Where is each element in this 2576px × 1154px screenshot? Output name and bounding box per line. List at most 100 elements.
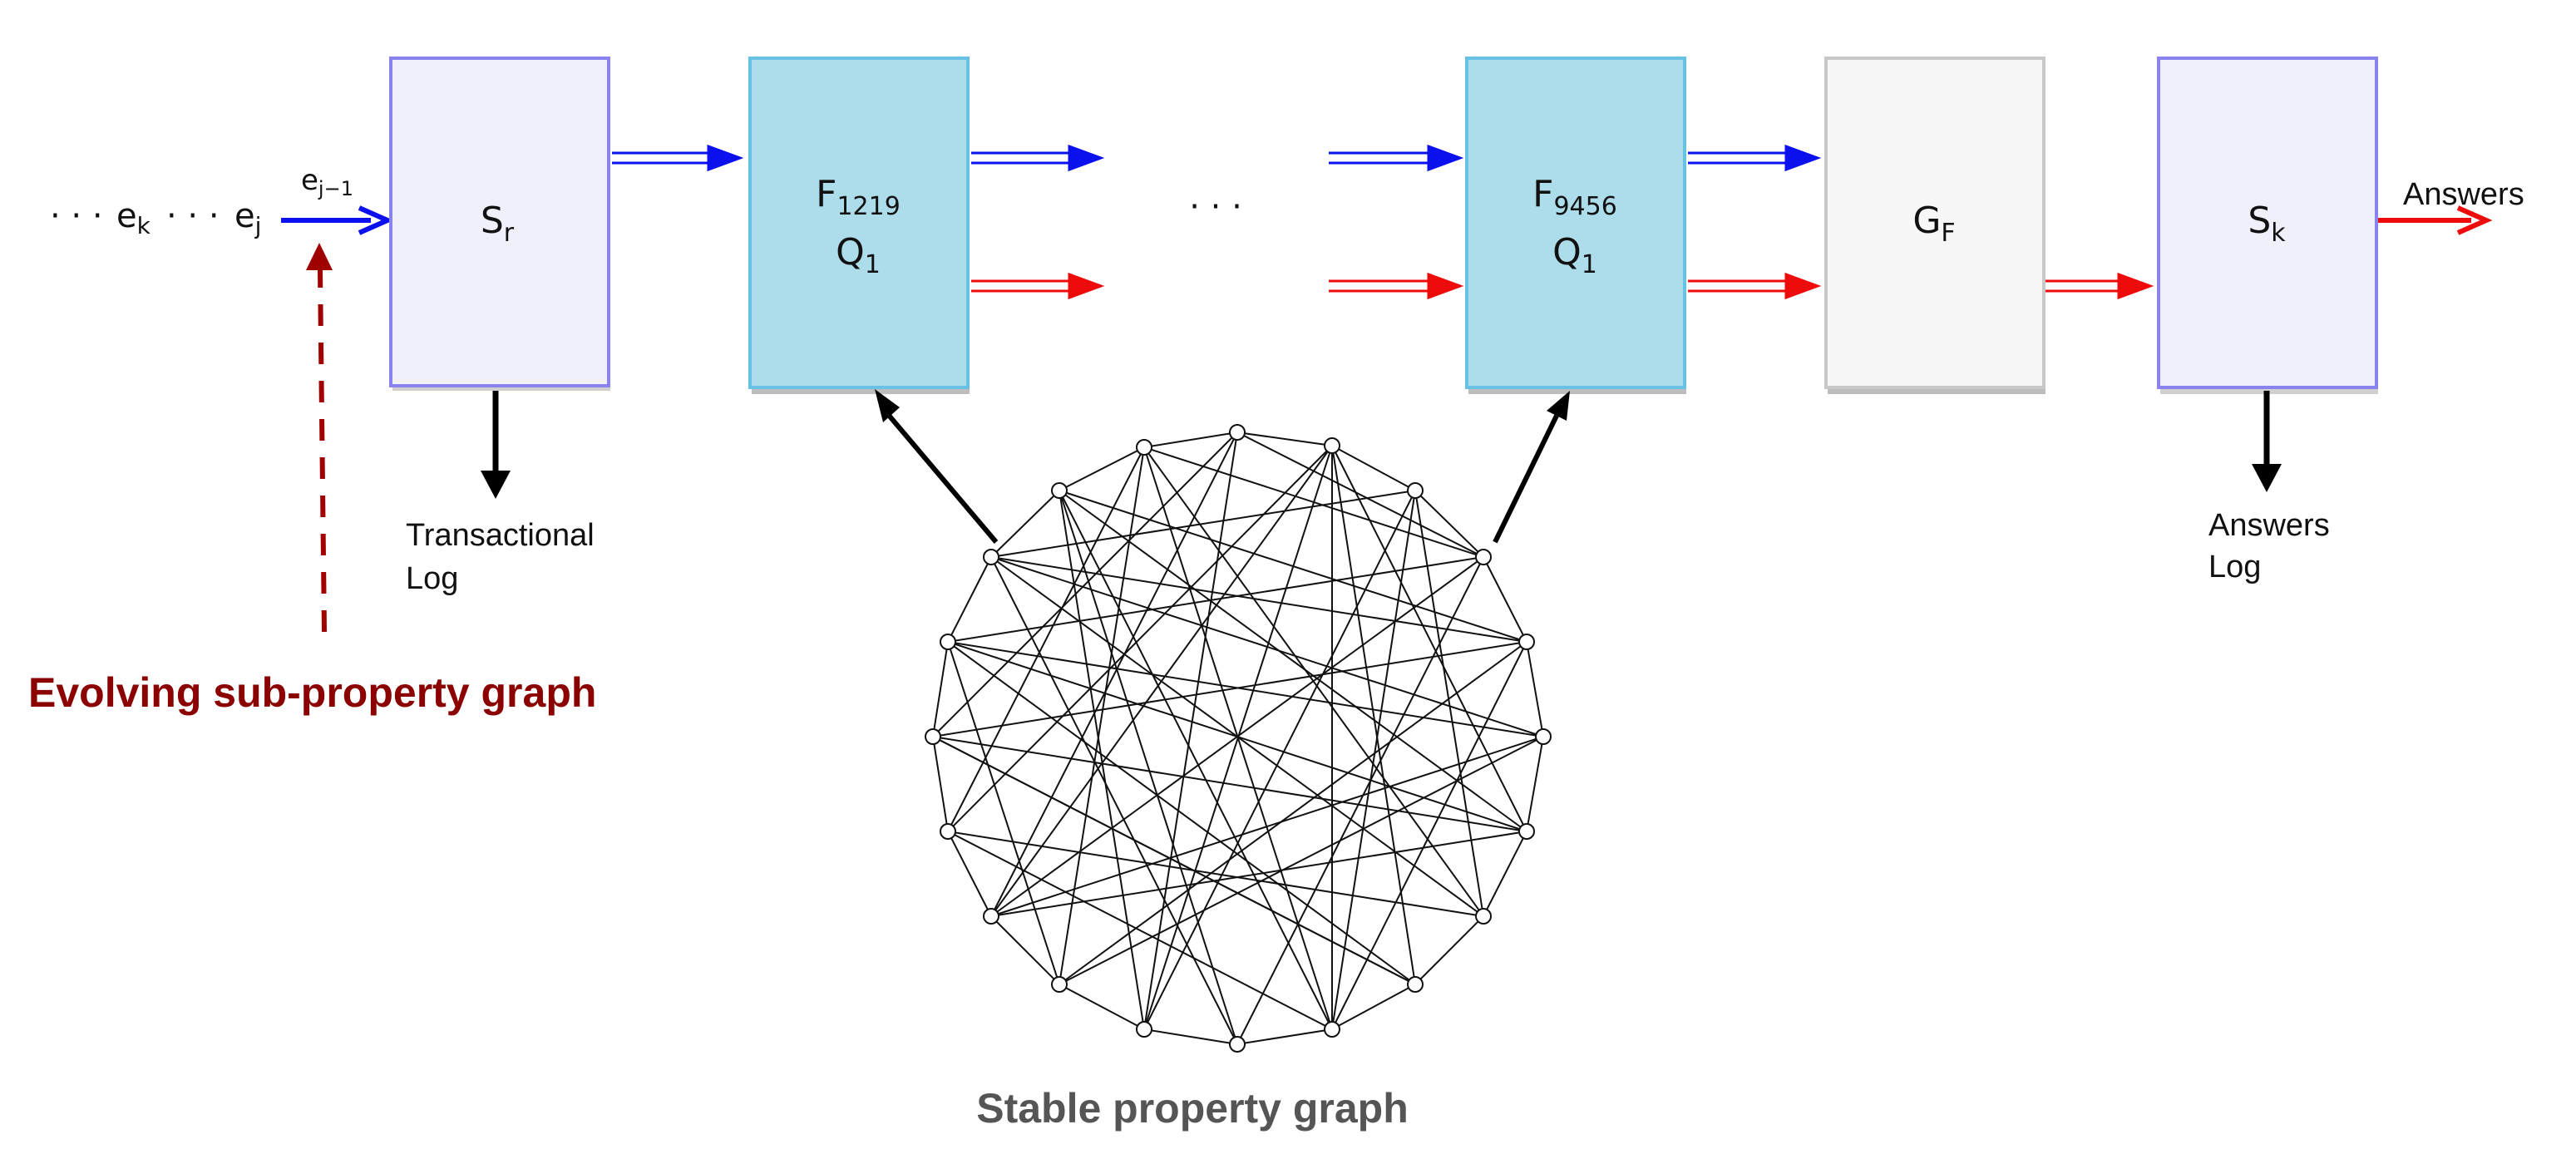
graph-edge — [990, 556, 1484, 917]
graph-edge — [1143, 490, 1416, 1030]
graph-edge — [1236, 432, 1333, 446]
transactional-log-label-line2: Log — [406, 561, 458, 596]
input-event-stream: · · · ek · · · ej ej−1 — [50, 164, 353, 239]
gf-label: GF — [1912, 200, 1955, 248]
f9456-query-label: Q1 — [1552, 231, 1597, 279]
red-stream-arrows — [971, 272, 2154, 300]
sk-label: Sk — [2248, 200, 2286, 248]
graph-edge — [1143, 445, 1333, 1030]
stable-graph-label: Stable property graph — [976, 1085, 1409, 1132]
answers-log-label-line1: Answers — [2208, 508, 2330, 543]
answers-log-arrow — [2252, 391, 2282, 492]
graph-node — [1518, 634, 1535, 650]
graph-edge — [1414, 915, 1484, 985]
graph-edge — [990, 556, 1238, 1045]
gf-operator-box: GF — [1824, 57, 2046, 394]
input-arrow — [281, 205, 394, 235]
sk-operator-box: Sk — [2157, 57, 2378, 394]
graph-edge — [932, 432, 1238, 737]
graph-edge — [1236, 432, 1484, 558]
f9456-label: F9456 — [1532, 173, 1617, 221]
graph-node — [1407, 482, 1424, 499]
graph-edge — [947, 831, 992, 917]
sr-operator-box: Sr — [389, 57, 610, 391]
answers-log-label-line2: Log — [2208, 550, 2261, 584]
graph-edge — [1331, 641, 1527, 1030]
graph-node — [1136, 1021, 1152, 1038]
graph-edge — [932, 641, 1527, 737]
graph-node — [940, 823, 956, 840]
event-ej: ej — [234, 197, 261, 239]
graph-edge — [947, 641, 1544, 737]
event-ej-minus-1: ej−1 — [301, 164, 353, 200]
graph-edge — [990, 831, 1527, 917]
graph-edge — [932, 736, 1527, 832]
graph-edge — [1331, 445, 1416, 985]
graph-edge — [1236, 556, 1484, 1045]
stable-property-graph — [925, 424, 1552, 1053]
graph-edge — [932, 736, 949, 832]
graph-edge — [1143, 432, 1238, 1030]
graph-node — [1229, 1036, 1246, 1053]
graph-edge — [1331, 445, 1527, 832]
graph-edge — [1059, 490, 1527, 832]
graph-edge — [1414, 490, 1484, 917]
graph-edge — [1059, 490, 1333, 1030]
graph-to-f9456-arrow — [1493, 391, 1570, 544]
answers-output-arrow — [2378, 205, 2493, 235]
graph-edge — [1059, 490, 1145, 1030]
graph-edge — [1143, 446, 1484, 558]
evolving-subgraph-label: Evolving sub-property graph — [28, 669, 596, 716]
graph-node — [1136, 439, 1152, 456]
f1219-filter-box: F1219 Q1 — [748, 57, 970, 394]
graph-edge — [1059, 446, 1145, 985]
graph-edge — [1414, 490, 1484, 558]
transactional-log-label-line1: Transactional — [406, 518, 595, 553]
stream-ellipsis-left: · · · — [50, 197, 103, 235]
graph-edge — [947, 641, 1060, 985]
graph-edge — [947, 556, 1484, 643]
answers-label: Answers — [2403, 177, 2524, 212]
graph-node — [1229, 424, 1246, 441]
graph-edge — [990, 432, 1238, 917]
graph-node — [1407, 976, 1424, 993]
graph-edge — [1059, 490, 1238, 1045]
graph-edge — [1526, 736, 1544, 832]
graph-node — [983, 549, 999, 565]
graph-edge — [1059, 984, 1145, 1030]
graph-edge — [1483, 556, 1527, 643]
graph-edge — [1059, 736, 1544, 985]
graph-edge — [990, 556, 1527, 643]
transactional-log-arrow — [481, 391, 511, 499]
stream-ellipsis-mid: · · · — [166, 197, 220, 235]
graph-edge — [990, 736, 1544, 917]
blue-stream-arrows — [612, 144, 1822, 172]
graph-edge — [947, 831, 1484, 917]
middle-ellipsis: · · · — [1189, 188, 1242, 226]
graph-node — [1475, 549, 1492, 565]
graph-edge — [1236, 1028, 1333, 1045]
graph-node — [1324, 437, 1340, 454]
graph-edge — [990, 915, 1060, 985]
f1219-query-label: Q1 — [836, 231, 881, 279]
graph-edge — [932, 641, 949, 737]
graph-edge — [990, 490, 1416, 558]
graph-edge — [932, 736, 1416, 985]
graph-node — [1518, 823, 1535, 840]
graph-to-f1219-arrow — [875, 389, 999, 544]
graph-edge — [990, 490, 1060, 558]
graph-node — [1051, 976, 1068, 993]
graph-node — [1324, 1021, 1340, 1038]
graph-node — [925, 728, 941, 745]
graph-edge — [947, 831, 1333, 1030]
graph-edge — [1143, 1028, 1238, 1045]
graph-edge — [947, 446, 1145, 832]
graph-node — [1475, 908, 1492, 925]
graph-edge — [1331, 984, 1416, 1030]
graph-node — [1051, 482, 1068, 499]
graph-edge — [1143, 432, 1238, 448]
f9456-filter-box: F9456 Q1 — [1465, 57, 1686, 394]
event-ek: ek — [116, 197, 151, 239]
graph-edge — [1059, 446, 1145, 491]
